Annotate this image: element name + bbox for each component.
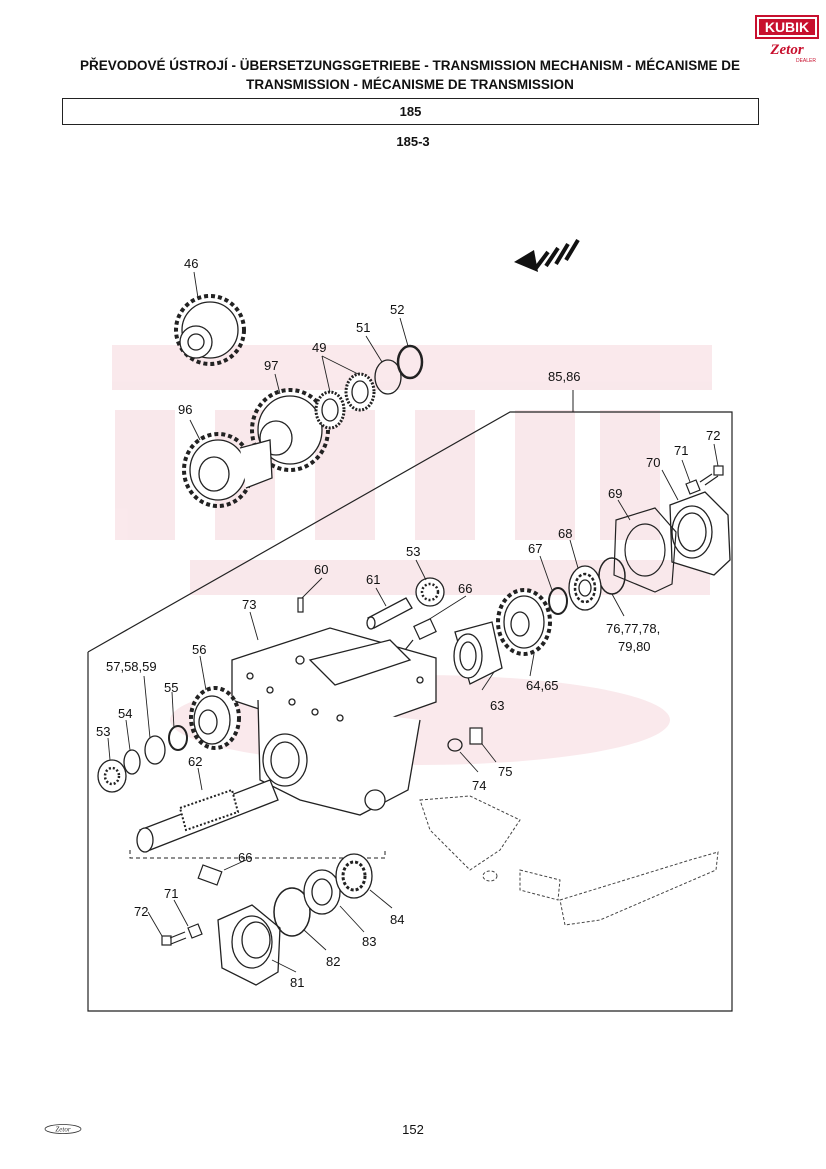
shaft-bracket <box>129 850 386 859</box>
nut-71 <box>685 479 701 495</box>
label-53-left: 53 <box>96 724 110 739</box>
label-70: 70 <box>646 455 660 470</box>
lever-assembly <box>419 795 719 926</box>
label-83: 83 <box>362 934 376 949</box>
label-72-bottom: 72 <box>134 904 148 919</box>
label-72-top: 72 <box>706 428 720 443</box>
gear-64-65 <box>496 588 552 656</box>
gear-46 <box>174 294 246 366</box>
label-61: 61 <box>366 572 380 587</box>
kubik-zetor-logo: KUBIK Zetor DEALER <box>755 15 819 64</box>
gear-97 <box>250 388 330 472</box>
gear-56 <box>189 686 241 750</box>
subsection-number: 185-3 <box>396 134 430 149</box>
gear-96 <box>182 432 273 508</box>
pin-60 <box>297 597 304 613</box>
direction-arrow-icon <box>514 238 580 272</box>
label-75: 75 <box>498 764 512 779</box>
circlip-55 <box>168 725 188 751</box>
bearing-84 <box>335 853 373 899</box>
label-66-bottom: 66 <box>238 850 252 865</box>
label-81: 81 <box>290 975 304 990</box>
label-96: 96 <box>178 402 192 417</box>
label-79-80: 79,80 <box>618 639 651 654</box>
label-56: 56 <box>192 642 206 657</box>
bearing-53-left <box>97 759 127 793</box>
cover-70 <box>669 491 731 576</box>
footer-logo-text: Zetor <box>55 1126 70 1134</box>
label-69: 69 <box>608 486 622 501</box>
label-66-top: 66 <box>458 581 472 596</box>
label-82: 82 <box>326 954 340 969</box>
circlip-67 <box>548 587 568 615</box>
label-73: 73 <box>242 597 256 612</box>
sleeve-63 <box>453 621 503 685</box>
section-number-box: 185 <box>62 98 759 125</box>
o-ring-82 <box>273 887 311 937</box>
label-60: 60 <box>314 562 328 577</box>
label-57-58-59: 57,58,59 <box>106 659 157 674</box>
page-number: 152 <box>402 1122 424 1137</box>
plug-75 <box>469 727 483 745</box>
label-52: 52 <box>390 302 404 317</box>
logo-brand-top: KUBIK <box>765 19 809 35</box>
logo-brand-sub: DEALER <box>796 58 816 64</box>
needle-bearings-49 <box>314 372 376 430</box>
label-84: 84 <box>390 912 404 927</box>
label-71-top: 71 <box>674 443 688 458</box>
leader-lines <box>107 271 719 973</box>
bolt-72-bottom <box>161 931 187 946</box>
ring-54 <box>123 749 141 775</box>
label-63: 63 <box>490 698 504 713</box>
shaft-62 <box>136 779 279 853</box>
label-46: 46 <box>184 256 198 271</box>
label-76-78: 76,77,78, <box>606 621 660 636</box>
label-53-top: 53 <box>406 544 420 559</box>
bearing-53-top <box>415 577 445 607</box>
label-74: 74 <box>472 778 486 793</box>
title-line-2: TRANSMISSION - MÉCANISME DE TRANSMISSION <box>246 77 574 92</box>
assembly-outline <box>87 411 733 1012</box>
shaft-61 <box>366 597 413 630</box>
label-51: 51 <box>356 320 370 335</box>
label-62: 62 <box>188 754 202 769</box>
section-number: 185 <box>399 104 422 119</box>
circlip-52 <box>396 344 424 380</box>
logo-brand-bottom: Zetor <box>769 42 803 58</box>
title-line-1: PŘEVODOVÉ ÚSTROJÍ - ÜBERSETZUNGSGETRIEBE… <box>79 58 741 73</box>
label-64-65: 64,65 <box>526 678 559 693</box>
bearing-68 <box>568 565 602 611</box>
label-54: 54 <box>118 706 132 721</box>
page-title: PŘEVODOVÉ ÚSTROJÍ - ÜBERSETZUNGSGETRIEBE… <box>60 56 760 94</box>
label-97: 97 <box>264 358 278 373</box>
bolt-72 <box>699 465 724 486</box>
washer-51 <box>374 359 402 395</box>
pin-66-top <box>404 618 437 651</box>
cover-81 <box>217 904 281 986</box>
gasket-69 <box>613 507 677 593</box>
footer-zetor-logo: Zetor <box>44 1124 82 1134</box>
label-71-bottom: 71 <box>164 886 178 901</box>
part-labels: 46 52 51 49 97 85,86 96 72 71 70 69 53 6… <box>96 256 720 990</box>
housing-73 <box>231 627 437 816</box>
nut-71-bottom <box>187 923 203 939</box>
label-67: 67 <box>528 541 542 556</box>
bearing-83 <box>303 869 341 915</box>
label-49: 49 <box>312 340 326 355</box>
pin-66-bottom <box>197 864 223 886</box>
label-55: 55 <box>164 680 178 695</box>
washer-57-59 <box>144 735 166 765</box>
label-68: 68 <box>558 526 572 541</box>
label-85-86: 85,86 <box>548 369 581 384</box>
washer-74 <box>447 738 463 752</box>
